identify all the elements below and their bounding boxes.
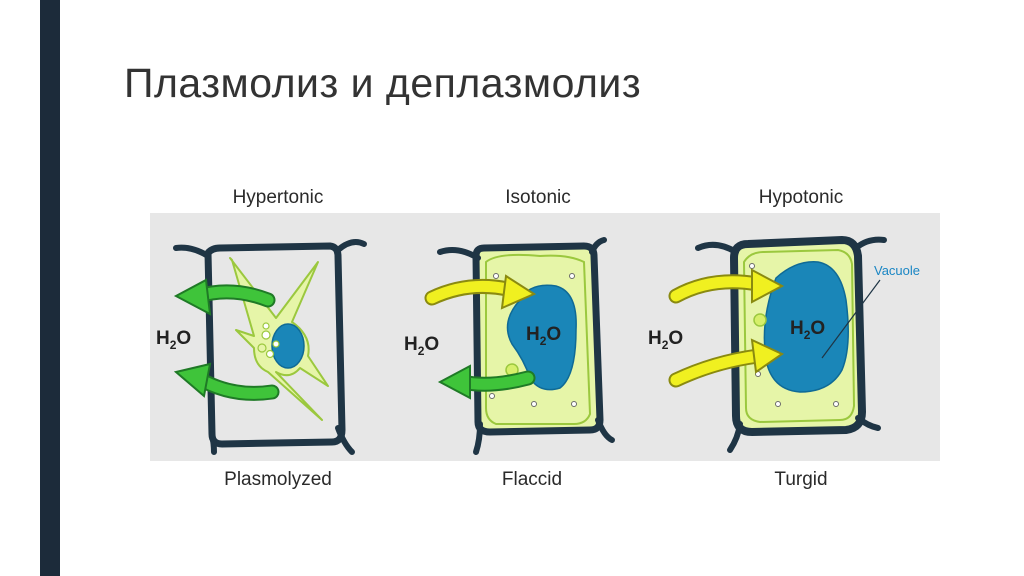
vacuole-water-label-3: H2O [790,318,825,342]
flaccid-cell: H2O H2O [404,237,615,455]
label-plasmolyzed: Plasmolyzed [224,469,332,490]
cell-membrane [485,253,592,425]
label-hypertonic: Hypertonic [233,187,324,208]
label-flaccid: Flaccid [502,469,562,490]
label-turgid: Turgid [774,469,827,490]
vacuole-leader-line [821,279,881,359]
accent-bar [40,0,60,576]
label-isotonic: Isotonic [505,187,570,208]
cell-membrane [742,248,856,424]
label-hypotonic: Hypotonic [759,187,844,208]
water-label-3: H2O [648,328,683,352]
slide-title: Плазмолиз и деплазмолиз [124,60,642,106]
vacuole [763,261,849,393]
vacuole [271,323,305,369]
turgid-cell: H2O H2O Vacuole [648,236,920,453]
vacuole-water-label-2: H2O [526,324,561,348]
water-label-2: H2O [404,334,439,358]
plasmolyzed-cell: H2O [156,239,367,455]
vacuole [506,284,577,391]
vacuole-label: Vacuole [874,263,920,278]
water-label-1: H2O [156,328,191,352]
